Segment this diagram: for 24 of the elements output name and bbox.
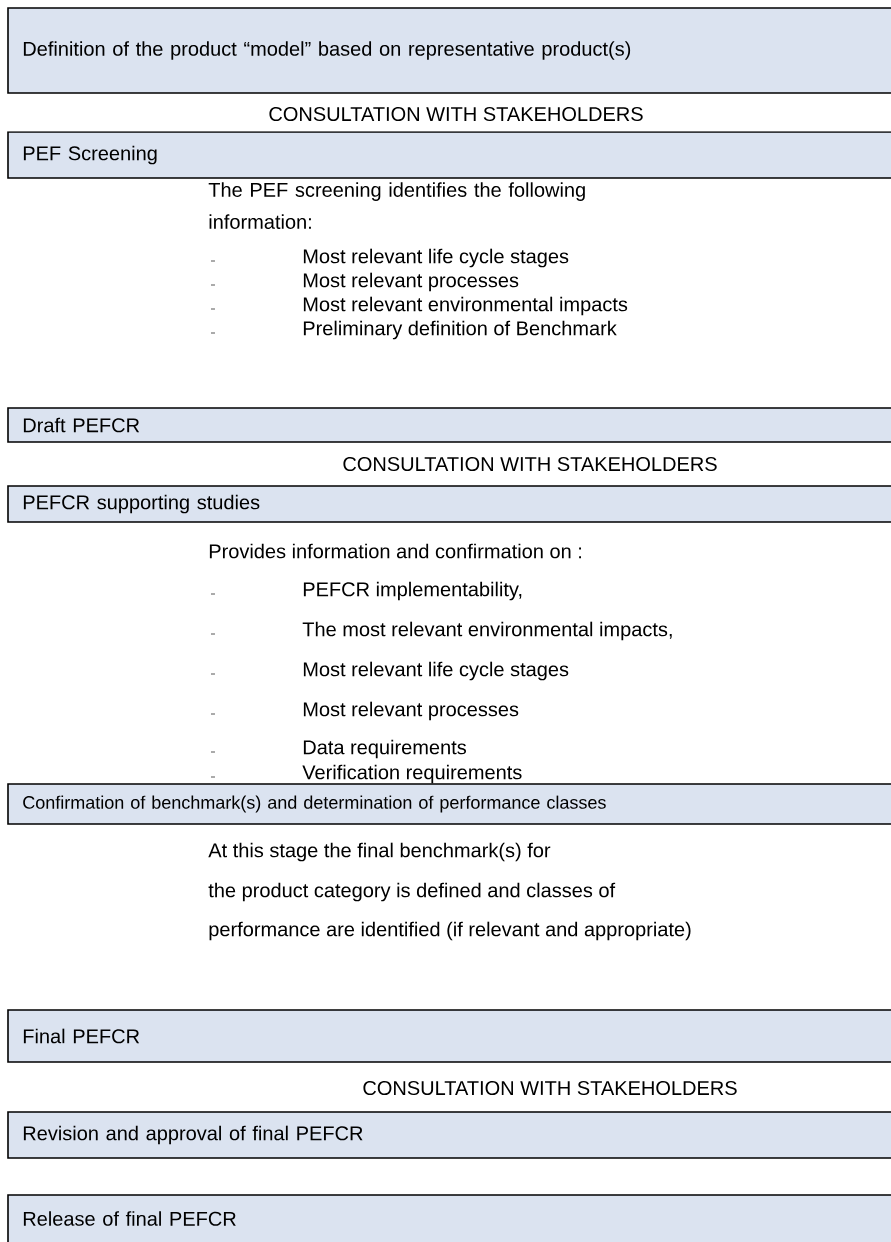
consultation-heading: CONSULTATION WITH STAKEHOLDERS: [343, 456, 717, 472]
process-band: PEFCR supporting studies: [7, 485, 891, 523]
bullet-item: PEFCR implementability,: [210, 581, 522, 601]
process-band: Release of final PEFCR: [7, 1194, 891, 1242]
bullet-item: Most relevant life cycle stages: [210, 248, 569, 268]
description-text: performance are identified (if relevant and appropriate): [209, 921, 691, 941]
description-text: Provides information and confirmation on :: [209, 543, 581, 559]
bullet-item: Most relevant environmental impacts: [210, 296, 628, 316]
bullet-item: The most relevant environmental impacts,: [210, 621, 672, 641]
process-band: Confirmation of benchmark(s) and determination of performance classes: [7, 783, 891, 825]
consultation-heading: CONSULTATION WITH STAKEHOLDERS: [363, 1080, 737, 1096]
process-band: Draft PEFCR: [7, 407, 891, 443]
consultation-heading: CONSULTATION WITH STAKEHOLDERS: [269, 106, 643, 122]
process-band: Final PEFCR: [7, 1009, 891, 1063]
bullet-item: Most relevant life cycle stages: [210, 661, 569, 681]
process-band: PEF Screening: [7, 131, 891, 179]
description-text: the product category is defined and classes of: [208, 882, 616, 902]
process-band: Definition of the product “model” based on representative product(s): [7, 7, 891, 94]
bullet-item: Data requirements: [210, 739, 466, 759]
bullet-item: Verification requirements: [210, 764, 522, 784]
bullet-item: Most relevant processes: [210, 701, 519, 721]
process-band: Revision and approval of final PEFCR: [7, 1111, 891, 1159]
bullet-item: Most relevant processes: [210, 272, 519, 292]
bullet-item: Preliminary definition of Benchmark: [210, 320, 617, 340]
